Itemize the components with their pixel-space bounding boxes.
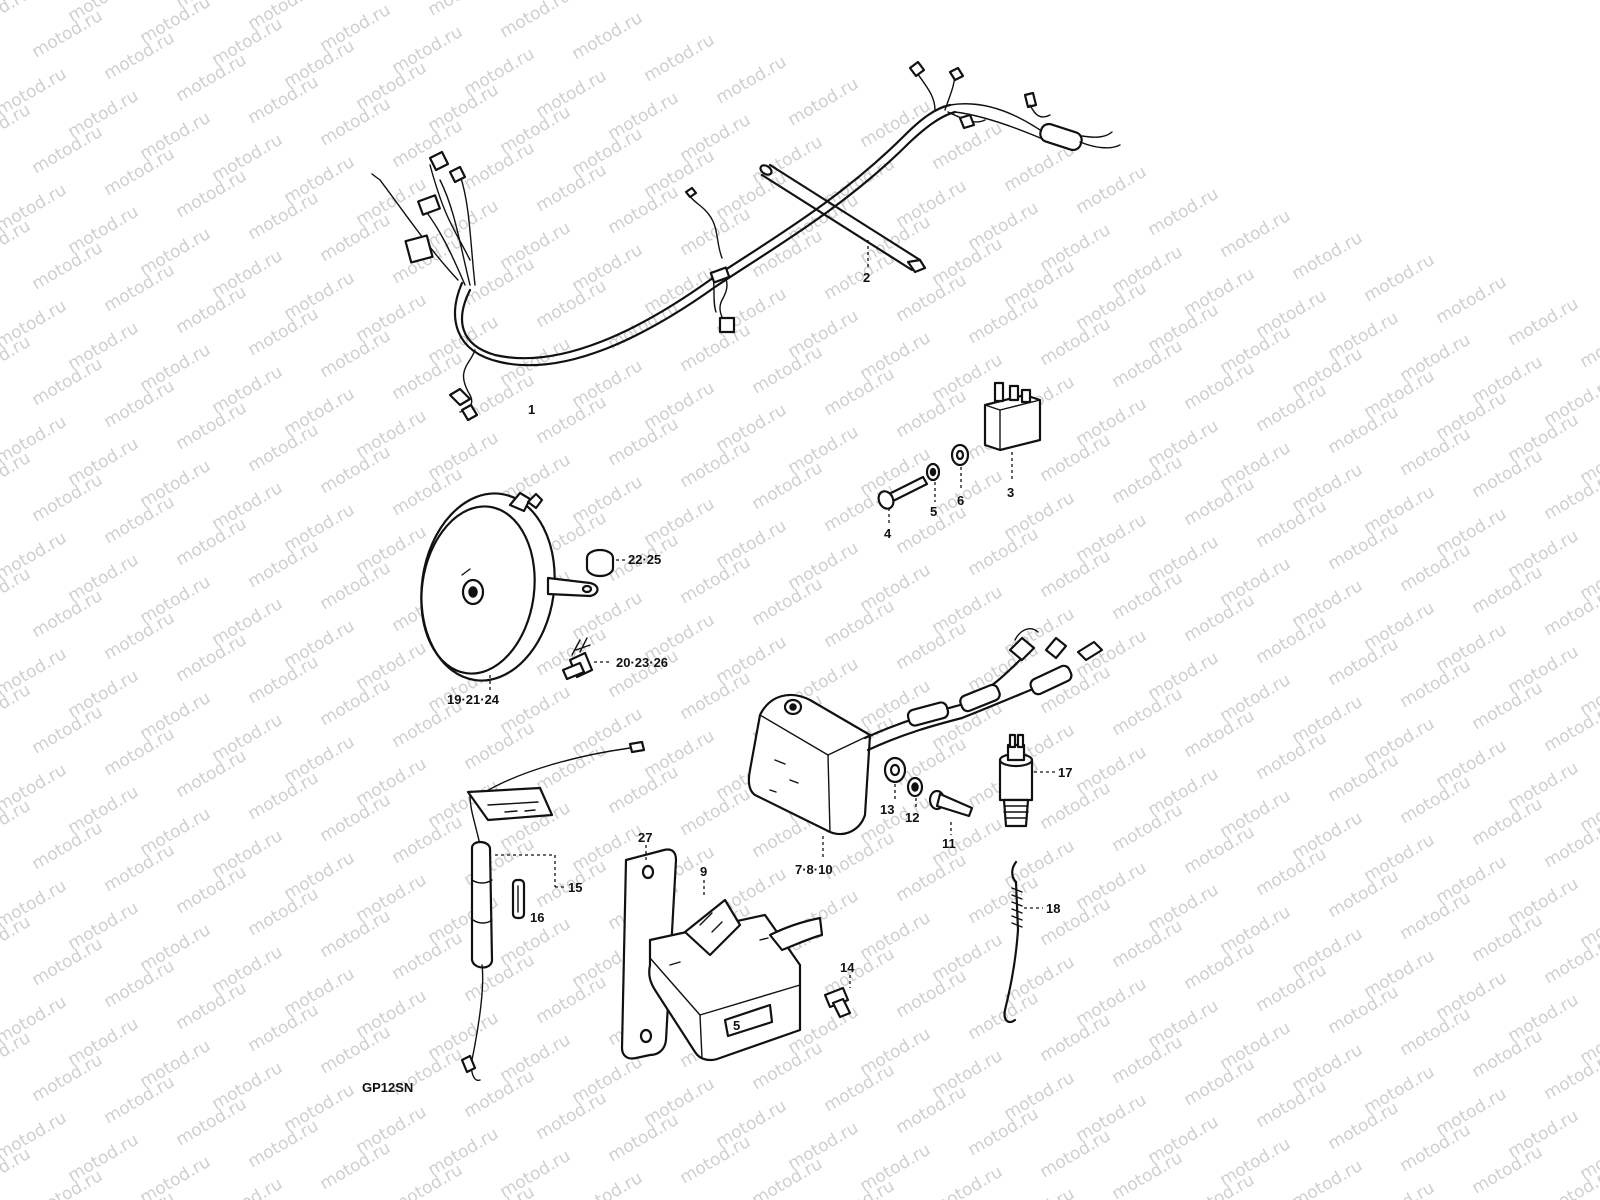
callout-6: 6 bbox=[957, 493, 964, 508]
watermark-text: motod.ru bbox=[569, 1168, 647, 1200]
wiring-harness[interactable] bbox=[371, 60, 1121, 422]
watermark-text: motod.ru bbox=[1577, 316, 1600, 372]
callout-3: 3 bbox=[1007, 485, 1014, 500]
callout-12: 12 bbox=[905, 810, 919, 825]
relay-washer[interactable] bbox=[950, 443, 970, 490]
watermark-text: motod.ru bbox=[929, 1162, 1007, 1200]
regulator-washer[interactable] bbox=[883, 756, 907, 800]
coil-bolt[interactable] bbox=[823, 975, 852, 1019]
horn[interactable] bbox=[410, 485, 599, 690]
watermark-text: motod.ru bbox=[497, 1146, 575, 1200]
watermark-text: motod.ru bbox=[497, 0, 575, 42]
watermark-text: motod.ru bbox=[1433, 272, 1511, 328]
watermark-text: motod.ru bbox=[1289, 1156, 1367, 1200]
relay-screw[interactable] bbox=[876, 475, 929, 525]
watermark-text: motod.ru bbox=[425, 0, 503, 20]
watermark-text: motod.ru bbox=[1073, 162, 1151, 218]
callout-14: 14 bbox=[840, 960, 855, 975]
watermark-text: motod.ru bbox=[713, 52, 791, 108]
relay[interactable] bbox=[983, 381, 1042, 482]
relay-spring-washer[interactable] bbox=[925, 462, 941, 502]
regulator-unit[interactable] bbox=[747, 628, 1104, 860]
callout-13: 13 bbox=[880, 802, 894, 817]
callout-20-23-26: 20·23·26 bbox=[616, 655, 668, 670]
watermark-text: motod.ru bbox=[0, 0, 34, 40]
callout-22-25: 22·25 bbox=[628, 552, 661, 567]
callout-27: 27 bbox=[638, 830, 652, 845]
fuse-holder[interactable] bbox=[460, 740, 646, 1082]
callout-1: 1 bbox=[528, 402, 535, 417]
watermark-text: motod.ru bbox=[1217, 206, 1295, 262]
regulator-spring-washer[interactable] bbox=[906, 776, 924, 808]
regulator-bolt[interactable] bbox=[928, 789, 974, 835]
diagram-code: GP12SN bbox=[362, 1080, 413, 1095]
callout-17: 17 bbox=[1058, 765, 1072, 780]
fuse[interactable] bbox=[511, 878, 526, 920]
watermark-text: motod.ru bbox=[569, 8, 647, 64]
wiring-sub-harness[interactable] bbox=[759, 163, 927, 274]
watermark-text: motod.ru bbox=[1001, 1184, 1079, 1200]
stop-switch[interactable] bbox=[998, 733, 1055, 828]
watermark-text: motod.ru bbox=[137, 1152, 215, 1200]
stop-switch-spring[interactable] bbox=[1003, 860, 1043, 1024]
callout-18: 18 bbox=[1046, 901, 1060, 916]
watermark-text: motod.ru bbox=[785, 74, 863, 130]
callout-15: 15 bbox=[568, 880, 582, 895]
callout-16: 16 bbox=[530, 910, 544, 925]
watermark-text: motod.ru bbox=[1505, 294, 1583, 350]
horn-spacer[interactable] bbox=[585, 548, 625, 578]
svg-text:5: 5 bbox=[733, 1018, 740, 1033]
ignition-coil[interactable]: 5 bbox=[648, 880, 824, 1062]
callout-7-8-10: 7·8·10 bbox=[795, 862, 833, 877]
watermark-text: motod.ru bbox=[1361, 250, 1439, 306]
callout-5: 5 bbox=[930, 504, 937, 519]
callout-11: 11 bbox=[942, 836, 956, 851]
watermark-text: motod.ru bbox=[1289, 228, 1367, 284]
watermark-text: motod.ru bbox=[1361, 1178, 1439, 1200]
watermark-text: motod.ru bbox=[1145, 184, 1223, 240]
watermark-text: motod.ru bbox=[641, 30, 719, 86]
watermark-text: motod.ru bbox=[209, 1174, 287, 1200]
callout-4: 4 bbox=[884, 526, 892, 541]
callout-19-21-24: 19·21·24 bbox=[447, 692, 500, 707]
callout-9: 9 bbox=[700, 864, 707, 879]
horn-bolt[interactable] bbox=[561, 637, 612, 681]
callout-2: 2 bbox=[863, 270, 870, 285]
